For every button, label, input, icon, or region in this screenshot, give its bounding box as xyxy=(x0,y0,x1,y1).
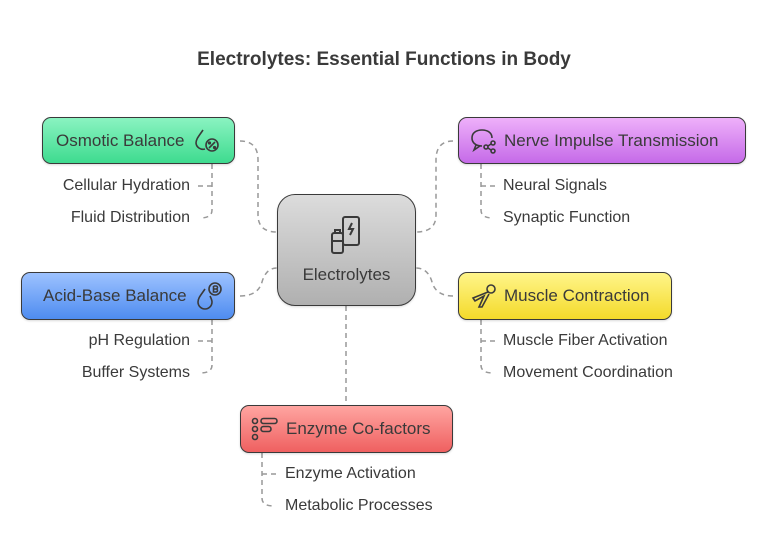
node-label: Muscle Contraction xyxy=(504,286,650,305)
node-osmotic-balance[interactable]: Osmotic Balance xyxy=(42,117,235,164)
list-item: Cellular Hydration xyxy=(62,177,190,194)
node-enzyme-co-factors[interactable]: Enzyme Co-factors xyxy=(240,405,453,453)
node-label: Nerve Impulse Transmission xyxy=(504,130,719,150)
list-item: pH Regulation xyxy=(88,332,190,349)
branch-enzyme xyxy=(261,453,278,507)
speech-network-icon xyxy=(471,128,496,154)
connector-osmotic xyxy=(239,140,278,233)
node-label: Enzyme Co-factors xyxy=(286,419,431,438)
connector-acid xyxy=(239,267,278,297)
list-item: Muscle Fiber Activation xyxy=(503,332,668,349)
node-muscle-contraction[interactable]: Muscle Contraction xyxy=(458,272,672,320)
battery-charging-icon xyxy=(330,216,360,254)
node-label: Acid-Base Balance xyxy=(43,286,187,305)
list-options-icon xyxy=(251,417,278,441)
list-item: Fluid Distribution xyxy=(70,209,190,226)
diagram-title: Electrolytes: Essential Functions in Bod… xyxy=(197,49,571,70)
branch-osmotic xyxy=(196,164,213,219)
connector-muscle xyxy=(415,267,454,297)
drop-b-icon xyxy=(196,282,222,310)
node-nerve-impulse-transmission[interactable]: Nerve Impulse Transmission xyxy=(458,117,746,164)
branch-acid xyxy=(196,320,213,374)
center-label: Electrolytes xyxy=(302,265,391,284)
list-item: Movement Coordination xyxy=(503,364,673,381)
branch-nerve xyxy=(480,164,497,219)
node-acid-base-balance[interactable]: Acid-Base Balance xyxy=(21,272,235,320)
hand-grip-icon xyxy=(471,284,496,308)
list-item: Synaptic Function xyxy=(503,209,631,226)
water-drop-percent-icon xyxy=(194,129,219,152)
connector-nerve xyxy=(415,140,454,233)
branch-muscle xyxy=(480,320,497,374)
node-label: Osmotic Balance xyxy=(56,130,185,150)
list-item: Metabolic Processes xyxy=(285,497,433,514)
center-node[interactable]: Electrolytes xyxy=(277,194,416,306)
list-item: Enzyme Activation xyxy=(285,465,416,482)
list-item: Neural Signals xyxy=(503,177,608,194)
list-item: Buffer Systems xyxy=(81,364,190,381)
